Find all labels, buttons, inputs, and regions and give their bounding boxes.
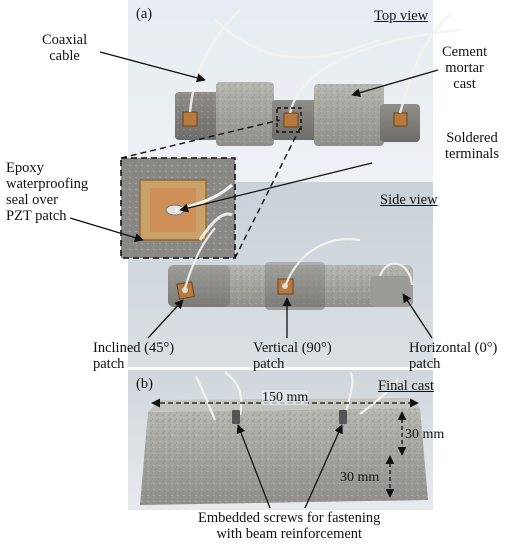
pzt-patch-mid-top	[283, 112, 299, 128]
final-cast-specimen	[140, 371, 428, 505]
epoxy-seal-label: Epoxy waterproofing seal over PZT patch	[6, 160, 89, 224]
inclined-patch-label: Inclined (45°) patch	[93, 340, 175, 372]
coaxial-cable-label: Coaxial cable	[42, 32, 88, 64]
side-view-title: Side view	[380, 192, 438, 208]
leader-soldered	[179, 162, 373, 213]
top-view-title: Top view	[374, 8, 429, 24]
height-dimension-side: 30 mm	[340, 470, 380, 485]
vertical-patch-label: Vertical (90°) patch	[253, 340, 332, 372]
leader-cement	[351, 69, 439, 98]
pzt-patch-left-top	[182, 111, 198, 127]
coaxial-cables-top	[188, 9, 461, 114]
panel-b-label: (b)	[136, 376, 153, 392]
leader-epoxy	[69, 217, 144, 242]
cement-mortar-label: Cement mortar cast	[442, 44, 488, 92]
leader-inclined	[147, 299, 184, 339]
top-view-specimen	[175, 9, 461, 146]
soldered-terminals-label: Soldered terminals	[445, 130, 499, 162]
top-view-photo	[128, 0, 433, 182]
pzt-patch-right-top	[393, 112, 408, 127]
height-dimension-top: 30 mm	[405, 427, 445, 442]
embedded-screw-right	[339, 410, 347, 424]
screws-label: Embedded screws for fastening with beam …	[198, 510, 381, 542]
panel-a-label: (a)	[136, 6, 153, 22]
leader-horizontal	[402, 293, 433, 339]
embedded-screw-left	[232, 410, 240, 424]
final-cast-title: Final cast	[378, 378, 434, 394]
leader-coaxial	[99, 51, 206, 83]
length-dimension: 150 mm	[262, 390, 309, 405]
leader-screw-right	[304, 424, 343, 509]
horizontal-patch-label: Horizontal (0°) patch	[409, 340, 498, 372]
leader-screw-left	[236, 424, 271, 509]
side-view-specimen	[168, 227, 414, 310]
